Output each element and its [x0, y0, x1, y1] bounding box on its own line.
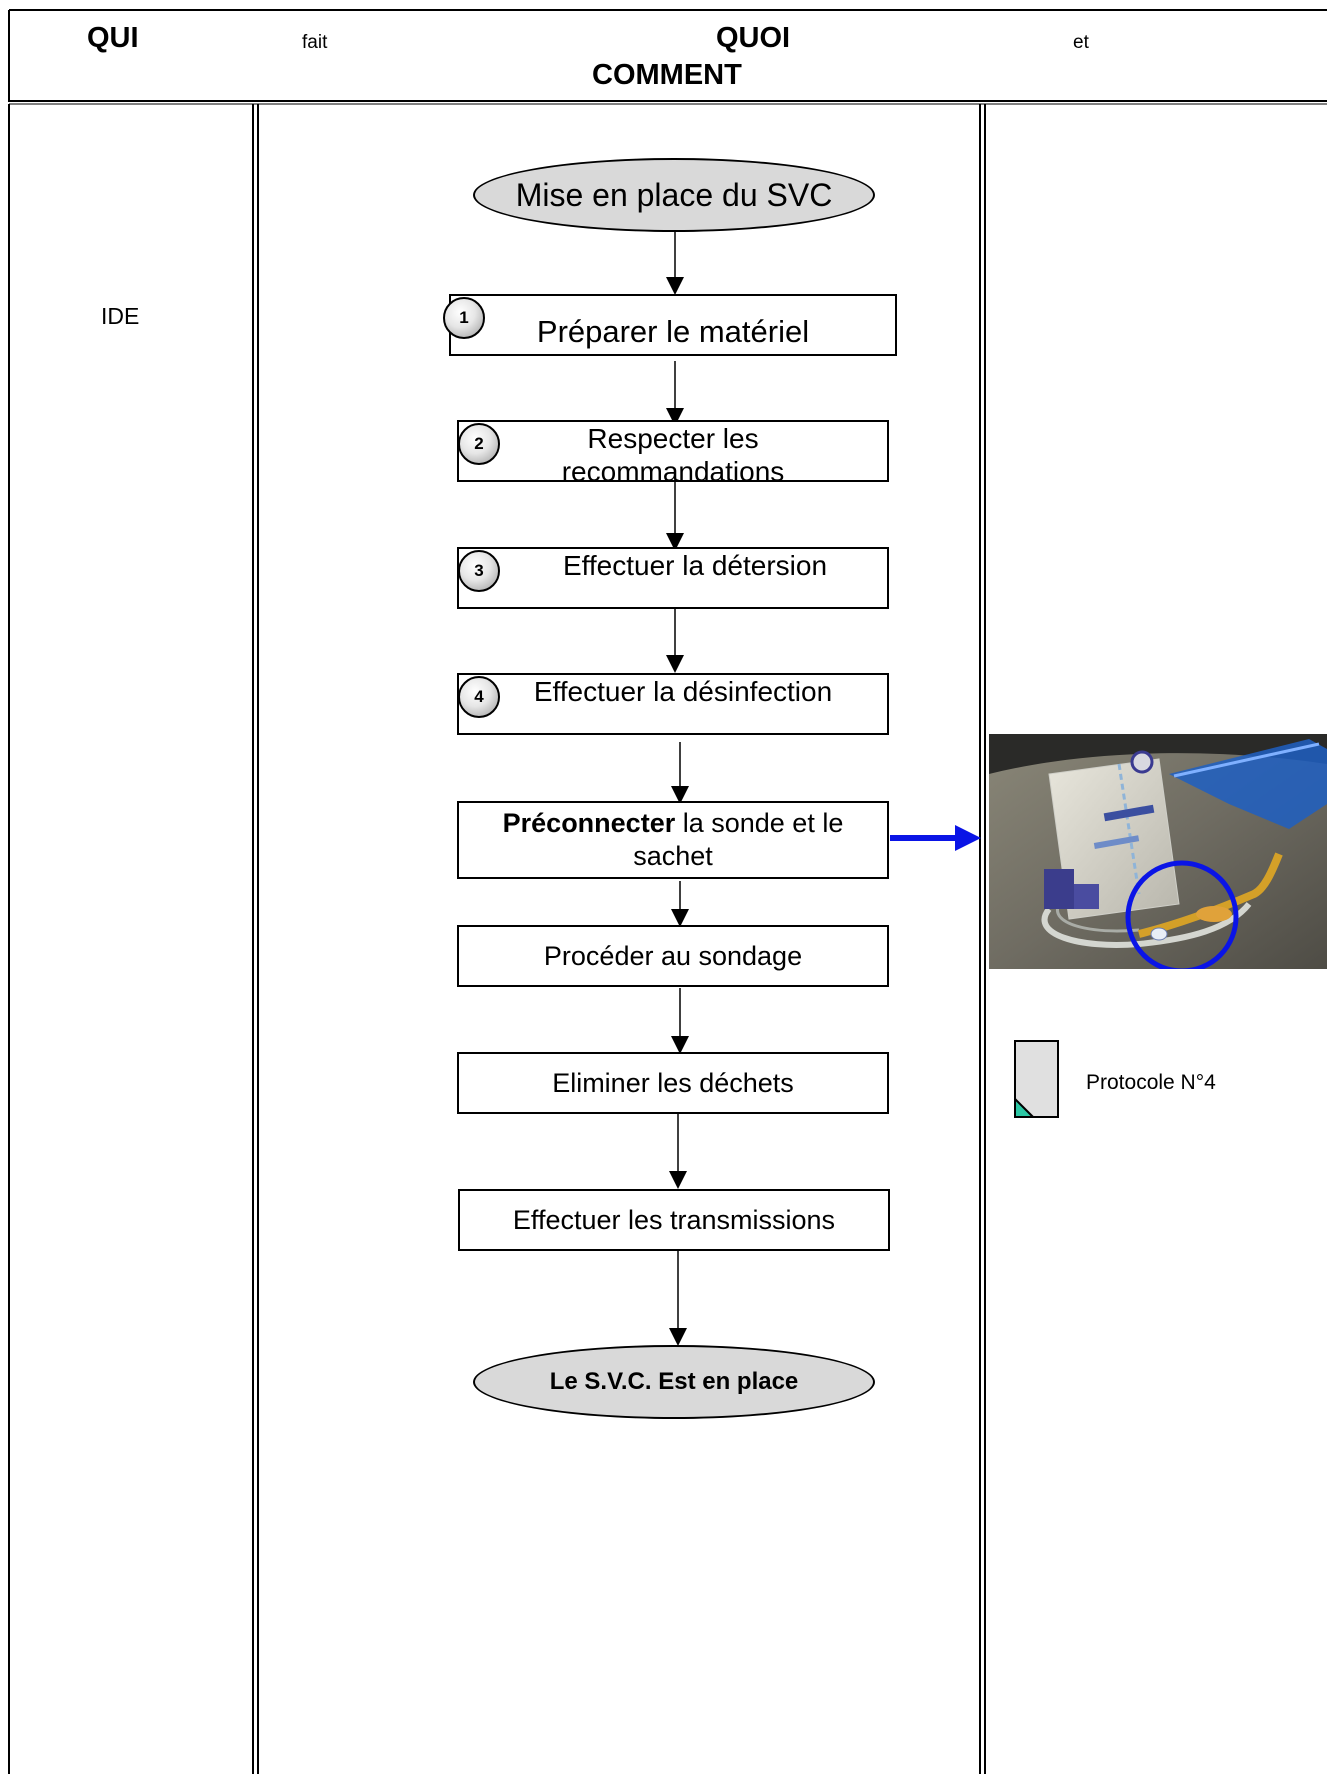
step-respect-recommendations: Respecter les recommandations [457, 420, 889, 487]
step-label: Effectuer la détersion [562, 550, 828, 581]
step-number-badge-1: 1 [443, 297, 485, 339]
document-label: Protocole N°4 [1086, 1071, 1216, 1094]
end-terminal-label: Le S.V.C. Est en place [549, 1368, 799, 1395]
header-fait: fait [302, 32, 328, 53]
header-comment: COMMENT [592, 59, 742, 91]
step-label: Respecter les recommandations [561, 423, 785, 487]
step-number-badge-2: 2 [458, 423, 500, 465]
step-number-badge-4: 4 [458, 676, 500, 718]
step-disinfection: Effectuer la désinfection [457, 673, 889, 735]
step-waste-disposal: Eliminer les déchets [457, 1052, 889, 1114]
step-label: Effectuer les transmissions [512, 1205, 836, 1235]
step-prepare-material: Préparer le matériel [449, 294, 897, 356]
header-qui: QUI [87, 22, 139, 54]
step-label-rest: la sonde et le sachet [633, 808, 844, 871]
document-icon [1014, 1040, 1059, 1118]
step-label: Préconnecter la sonde et le sachet [479, 807, 867, 873]
step-label: Préparer le matériel [536, 314, 810, 349]
step-transmissions: Effectuer les transmissions [458, 1189, 890, 1251]
catheter-kit-photo [989, 734, 1327, 969]
end-terminal: Le S.V.C. Est en place [473, 1345, 875, 1419]
step-label-bold: Préconnecter [502, 808, 676, 838]
start-terminal: Mise en place du SVC [473, 158, 875, 232]
step-label: Procéder au sondage [543, 941, 803, 971]
header-et: et [1073, 32, 1089, 53]
step-preconnect: Préconnecter la sonde et le sachet [457, 801, 889, 879]
step-catheterization: Procéder au sondage [457, 925, 889, 987]
catheter-kit-illustration [989, 734, 1327, 969]
step-number-badge-3: 3 [458, 550, 500, 592]
start-terminal-label: Mise en place du SVC [515, 176, 833, 213]
step-label: Eliminer les déchets [552, 1068, 794, 1098]
role-label: IDE [101, 303, 140, 329]
header-quoi: QUOI [716, 22, 791, 54]
step-detersion: Effectuer la détersion [457, 547, 889, 609]
step-label: Effectuer la désinfection [533, 676, 833, 707]
